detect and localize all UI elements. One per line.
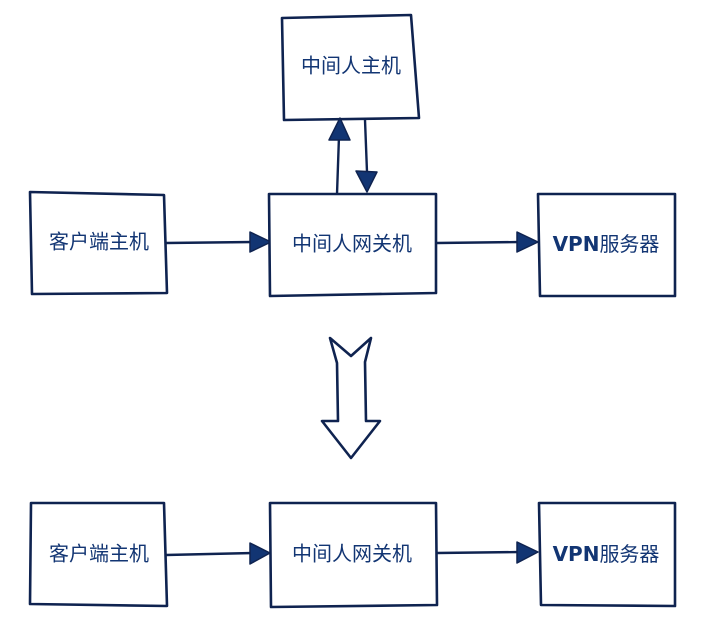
top-section: 中间人主机 客户端主机 中间人网关机 VPN服务器 [28, 13, 677, 298]
vpn-server-label: VPN服务器 [553, 232, 660, 256]
bottom-vpn-server-prefix: VPN [553, 542, 600, 566]
up-arrow-head [328, 117, 351, 141]
bottom-client-host-box[interactable] [28, 501, 169, 608]
client-host-label: 客户端主机 [49, 230, 149, 254]
client-to-gateway-connector [164, 240, 255, 245]
vpn-server-box[interactable] [536, 192, 677, 298]
mitm-gateway-label: 中间人网关机 [292, 232, 412, 256]
bottom-vpn-server-suffix: 服务器 [599, 542, 659, 566]
bottom-gateway-vpn-arrow-head [516, 541, 539, 564]
bottom-gateway-to-vpn-connector [435, 550, 522, 555]
host-to-gateway-connector [363, 118, 369, 174]
vpn-server-suffix: 服务器 [599, 232, 659, 256]
bottom-mitm-gateway-box[interactable] [268, 501, 439, 609]
gateway-to-host-connector [335, 134, 341, 196]
down-arrow-head [355, 170, 378, 193]
transition-down-arrow [320, 336, 382, 460]
mitm-host-label: 中间人主机 [301, 54, 401, 78]
client-host-box[interactable] [28, 190, 169, 296]
client-gateway-arrow-head [249, 231, 272, 253]
gateway-to-vpn-connector [435, 240, 522, 245]
bottom-client-host-label: 客户端主机 [49, 542, 149, 566]
bottom-vpn-server-label: VPN服务器 [553, 542, 660, 566]
bottom-client-to-gateway-connector [164, 551, 255, 557]
bottom-mitm-gateway-label: 中间人网关机 [292, 542, 412, 566]
bottom-section: 客户端主机 中间人网关机 VPN服务器 [28, 501, 677, 609]
bottom-vpn-server-box[interactable] [537, 501, 677, 608]
mitm-host-box[interactable] [280, 13, 421, 122]
gateway-vpn-arrow-head [516, 231, 539, 253]
vpn-server-prefix: VPN [553, 232, 600, 256]
mitm-gateway-box[interactable] [267, 192, 438, 298]
bottom-client-gateway-arrow-head [249, 542, 271, 565]
